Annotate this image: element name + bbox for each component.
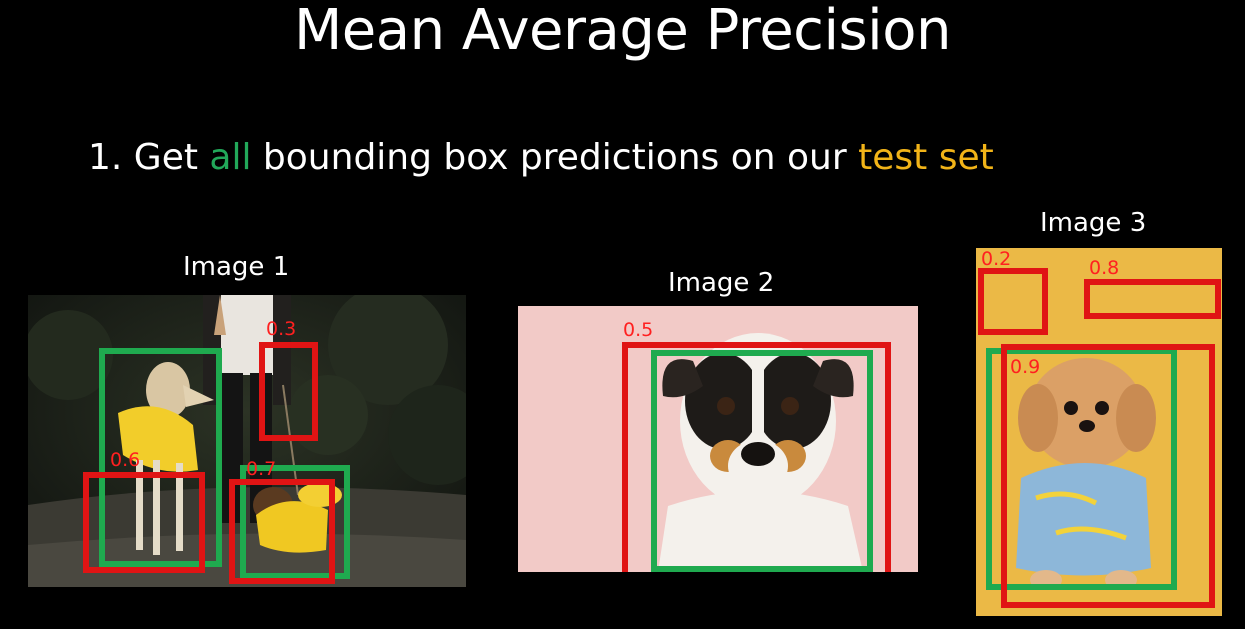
image-3-scene xyxy=(976,248,1222,616)
image-2-prediction-box xyxy=(622,342,891,572)
person-leg xyxy=(221,373,243,523)
step-text: 1. Get all bounding box predictions on o… xyxy=(88,136,994,180)
dog1-head xyxy=(146,362,190,418)
dog-eye xyxy=(781,397,799,415)
image-1-score-label: 0.7 xyxy=(246,458,277,480)
image-1-prediction-box xyxy=(83,472,205,573)
image-3-photo: 0.2 0.8 0.9 xyxy=(976,248,1222,616)
dog2-raincoat xyxy=(256,501,328,553)
image-1-ground-truth-box xyxy=(240,465,350,579)
dog-nose xyxy=(1079,420,1095,432)
dog-eye xyxy=(717,397,735,415)
sweater-pattern xyxy=(1055,526,1127,541)
image-3-score-label: 0.2 xyxy=(981,248,1012,270)
person-shirt xyxy=(218,295,278,375)
image-1-score-label: 0.3 xyxy=(266,318,297,340)
dog-eye xyxy=(1095,401,1109,415)
step-highlight-test-set: test set xyxy=(858,137,994,178)
step-middle: bounding box predictions on our xyxy=(251,137,859,178)
dog-eye xyxy=(1064,401,1078,415)
image-3-ground-truth-box xyxy=(986,348,1177,590)
foliage-blob xyxy=(328,295,448,405)
dog-head xyxy=(1028,358,1144,468)
image-1-scene xyxy=(28,295,466,587)
image-3-prediction-box xyxy=(1001,344,1215,608)
image-1-prediction-box xyxy=(259,342,318,441)
foliage-blob xyxy=(28,310,113,400)
image-2-score-label: 0.5 xyxy=(623,319,654,341)
person-hair xyxy=(214,295,226,335)
image-3-score-label: 0.8 xyxy=(1089,257,1120,279)
image-2-caption: Image 2 xyxy=(668,268,775,298)
dog1-raincoat xyxy=(118,406,198,472)
image-3-score-label: 0.9 xyxy=(1010,356,1041,378)
image-1-score-label: 0.6 xyxy=(110,449,141,471)
sweater-pattern xyxy=(1035,491,1098,506)
dog-blaze xyxy=(752,346,764,436)
dog-ear xyxy=(1116,384,1156,452)
dog-sweater xyxy=(1016,463,1151,576)
dog-chest xyxy=(658,491,863,572)
dog1-snout xyxy=(183,385,214,407)
foliage-blob xyxy=(388,385,466,485)
dog-ear xyxy=(1018,384,1058,452)
slide-title: Mean Average Precision xyxy=(293,0,952,63)
dog1-leg xyxy=(136,460,143,550)
dog1-leg xyxy=(153,460,160,555)
image-1-photo: 0.3 0.6 0.7 xyxy=(28,295,466,587)
image-2-ground-truth-box xyxy=(651,350,873,572)
person-jacket xyxy=(273,295,291,405)
step-prefix: 1. Get xyxy=(88,137,210,178)
dog-ear xyxy=(813,359,854,398)
image-3-caption: Image 3 xyxy=(1040,208,1147,238)
image-1-caption: Image 1 xyxy=(183,252,290,282)
image-1-ground-truth-box xyxy=(99,348,222,567)
dog-ear xyxy=(662,359,703,398)
person-leg xyxy=(250,373,272,523)
image-3-prediction-box xyxy=(978,268,1048,335)
image-2-photo: 0.5 xyxy=(518,306,918,572)
dog1-leg xyxy=(176,463,183,551)
step-highlight-all: all xyxy=(209,137,252,178)
image-1-prediction-box xyxy=(229,479,335,584)
image-3-prediction-box xyxy=(1084,279,1221,319)
dog-nose xyxy=(741,442,775,466)
